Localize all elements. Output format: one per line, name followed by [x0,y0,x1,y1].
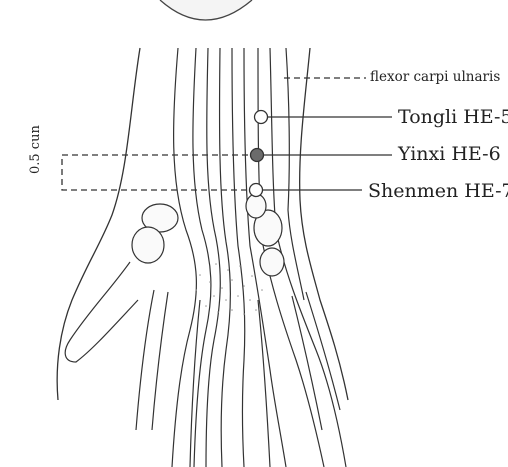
tongli-he5-point [255,111,268,124]
yinxi-he6-point [251,149,264,162]
shenmen-he7-label: Shenmen HE-7 [368,180,508,202]
carpal-bones [132,194,284,276]
yinxi-he6-label: Yinxi HE-6 [398,143,501,165]
flexor-carpi-ulnaris-label: flexor carpi ulnaris [370,69,500,85]
shenmen-he7-point [250,184,263,197]
measurement-label: 0.5 cun [28,125,43,174]
metacarpal-outlines [65,262,340,467]
measurement-bracket [62,155,252,190]
top-object-outline [160,0,252,20]
tongli-he5-label: Tongli HE-5 [398,106,508,128]
